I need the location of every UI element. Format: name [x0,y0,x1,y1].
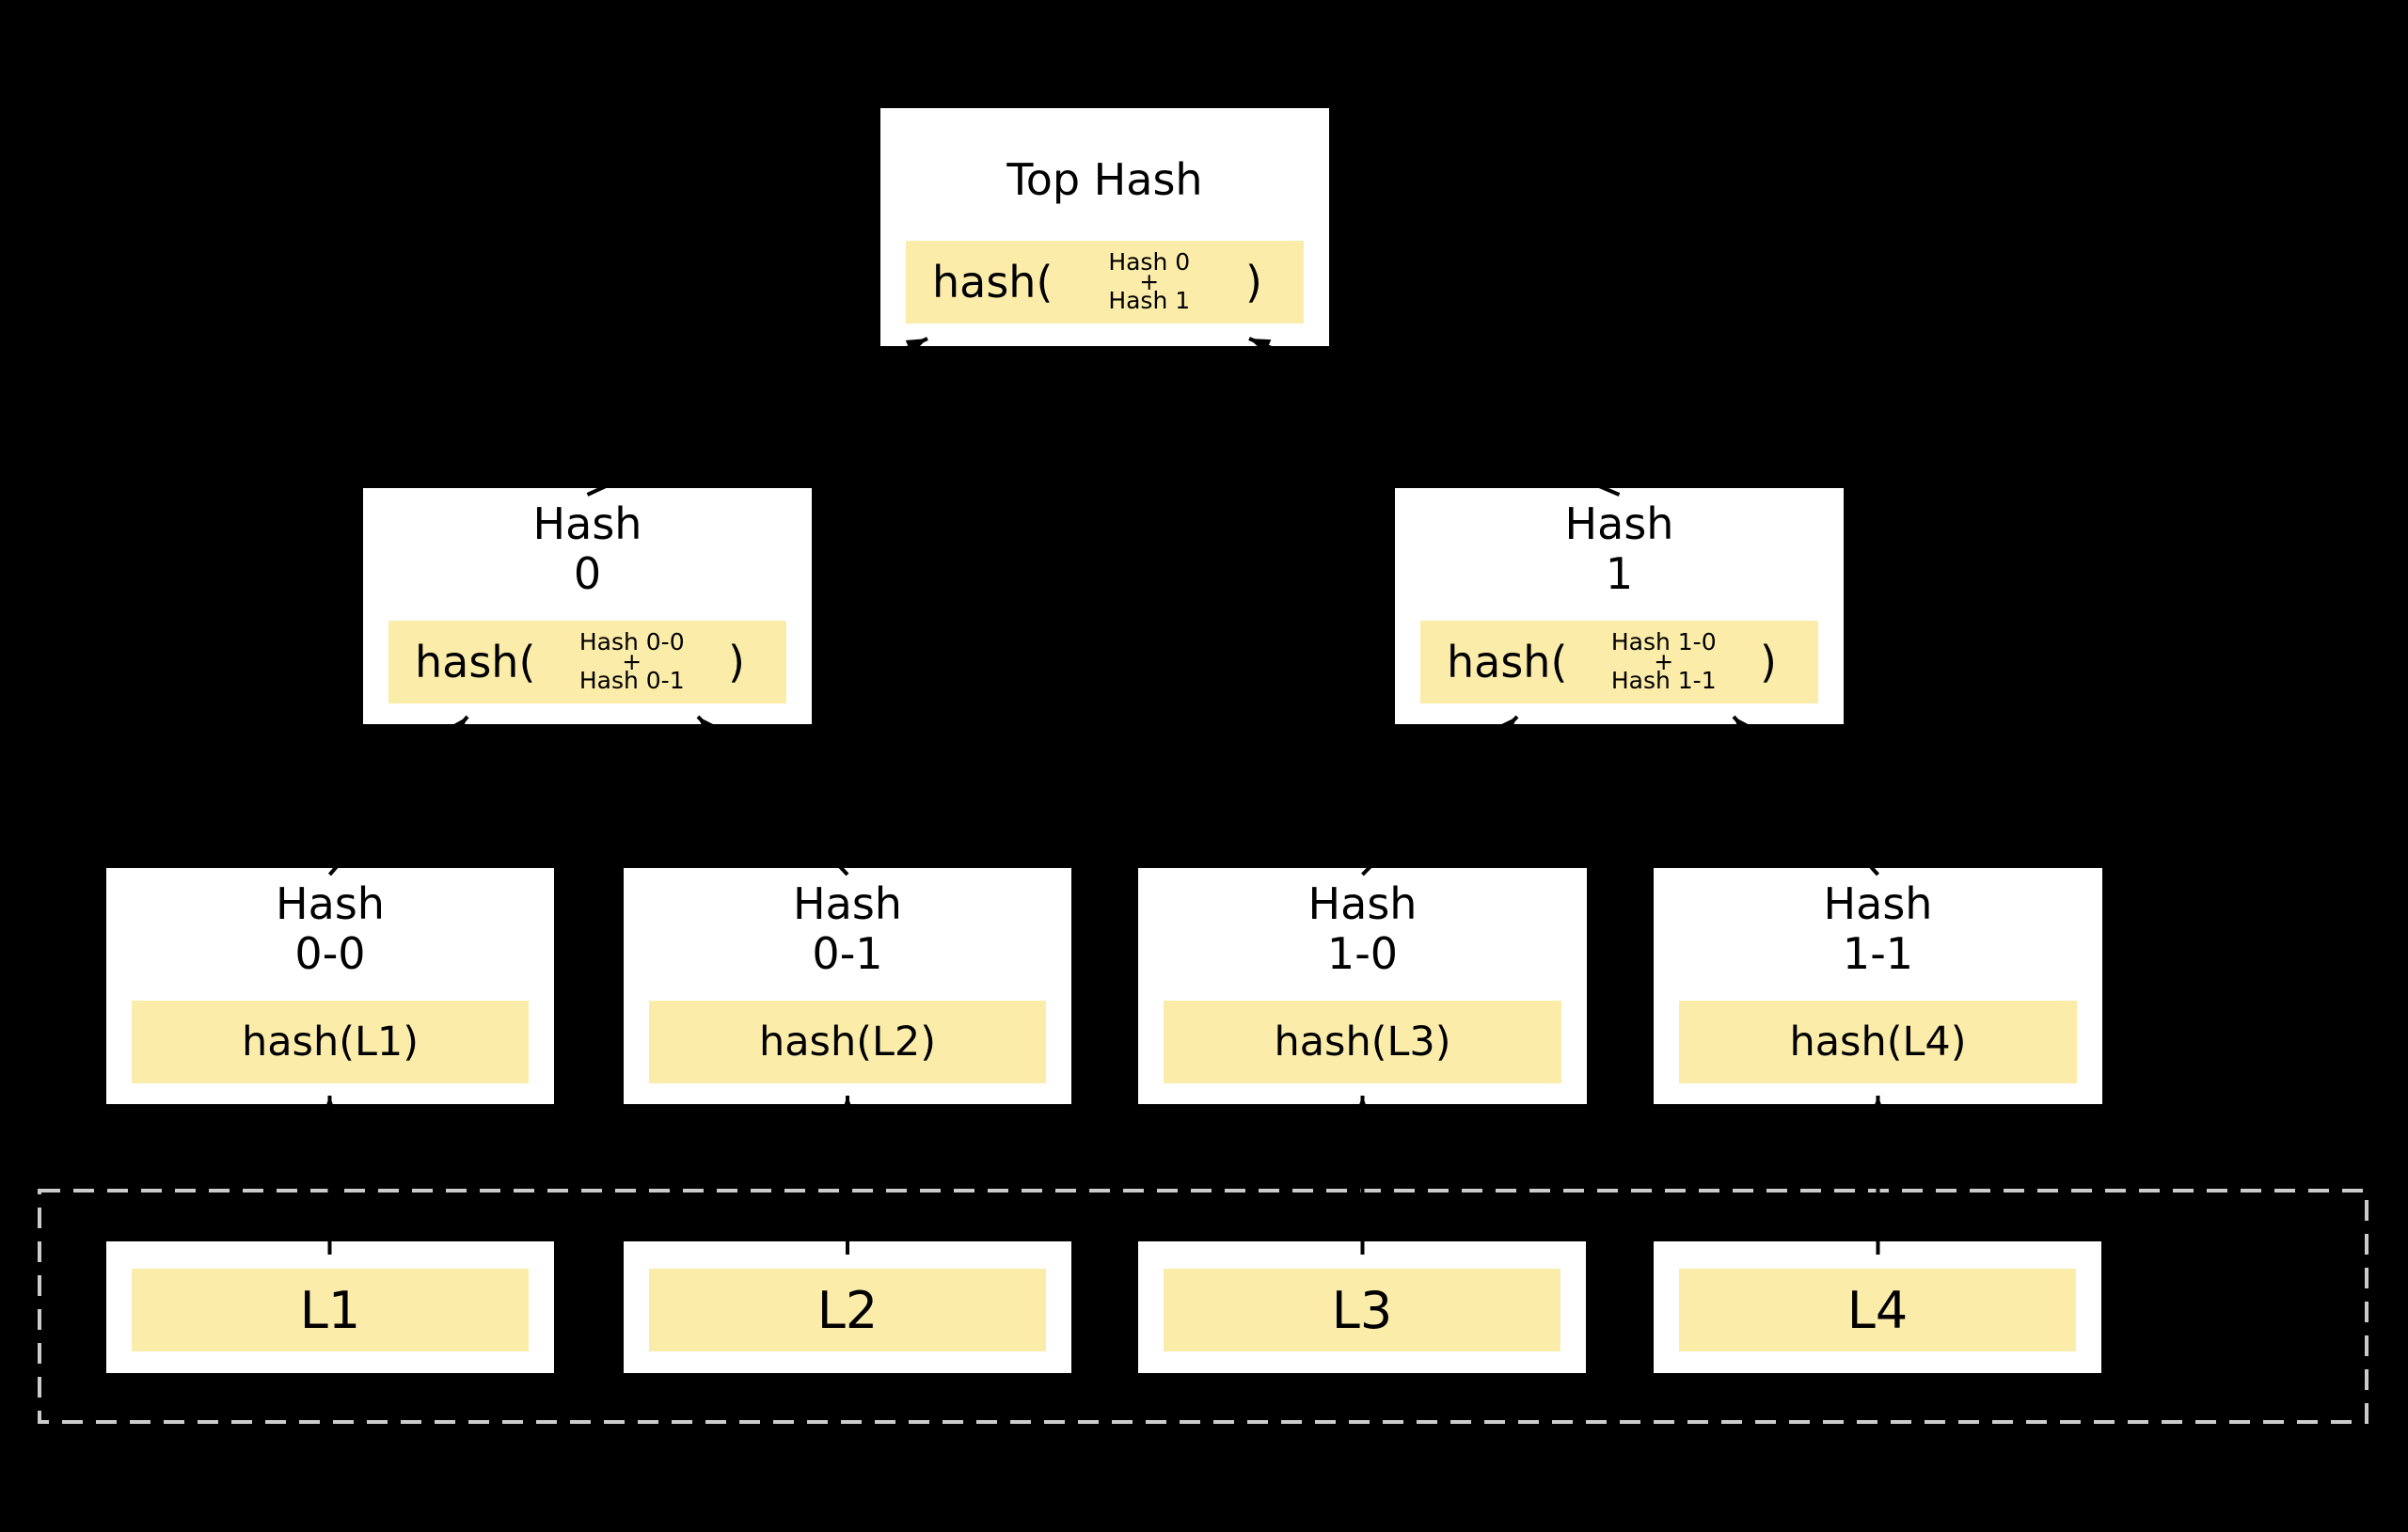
operand-1: Hash 0-0 [578,628,685,656]
hash-prefix: hash( [415,637,536,687]
hash-operands: Hash 1-0 + Hash 1-1 [1610,628,1717,695]
node-title-line2: 1 [1605,548,1634,600]
data-block-band: L2 [649,1269,1046,1351]
hash-value-band: hash(L1) [132,1001,529,1083]
data-block-label: L2 [816,1280,879,1340]
hash-value-band: hash(L3) [1164,1001,1561,1083]
node-hash-0-0: Hash 0-0 hash(L1) [106,868,554,1104]
operand-1: Hash 1-0 [1610,628,1717,656]
node-title: Hash 0-0 [106,868,554,980]
arrow-hash11-to-hash1 [1732,715,1879,877]
hash-suffix: ) [728,637,745,687]
node-title-line1: Hash [276,878,385,929]
arrow-hash1-to-tophash [1248,337,1621,497]
node-title: Hash 1 [1395,488,1844,600]
node-title: Hash 0-1 [624,868,1071,980]
plus-operator: + [1654,647,1674,675]
data-block-l1: L1 [106,1241,554,1373]
plus-operator: + [1139,267,1160,295]
hash-value-band: hash( Hash 0 + Hash 1 ) [906,241,1304,324]
node-top-hash: Top Hash hash( Hash 0 + Hash 1 ) [880,108,1329,346]
node-title-line2: 0-0 [294,928,366,980]
operand-2: Hash 0-1 [578,667,685,695]
node-title-line2: 1-0 [1326,928,1399,980]
node-hash-1: Hash 1 hash( Hash 1-0 + Hash 1-1 ) [1395,488,1844,724]
data-block-l2: L2 [624,1241,1071,1373]
hash-label: hash(L1) [241,1019,420,1066]
arrow-hash01-to-hash0 [696,715,849,877]
node-title-line1: Top Hash [1006,154,1203,205]
node-title-line1: Hash [793,878,902,929]
operand-2: Hash 1 [1108,287,1191,315]
data-block-label: L1 [299,1280,361,1340]
hash-label: hash(L2) [758,1019,937,1066]
node-title-line2: 0 [573,548,602,600]
node-title-line2: 0-1 [812,928,883,980]
data-block-label: L4 [1846,1280,1909,1340]
data-block-l3: L3 [1138,1241,1586,1373]
node-title-line1: Hash [1307,878,1418,929]
hash-label: hash(L4) [1789,1019,1967,1066]
node-title-line1: Hash [532,498,642,549]
hash-value-band: hash( Hash 0-0 + Hash 0-1 ) [388,621,786,703]
node-hash-0: Hash 0 hash( Hash 0-0 + Hash 0-1 ) [363,488,812,724]
hash-value-band: hash( Hash 1-0 + Hash 1-1 ) [1420,621,1818,703]
arrow-hash10-to-hash1 [1361,715,1519,877]
node-hash-1-0: Hash 1-0 hash(L3) [1138,868,1587,1104]
hash-operands: Hash 0 + Hash 1 [1108,248,1191,315]
data-block-label: L3 [1331,1280,1393,1340]
data-block-band: L4 [1679,1269,2076,1351]
node-title-line1: Hash [1564,498,1674,549]
hash-suffix: ) [1760,637,1777,687]
hash-prefix: hash( [1447,637,1568,687]
node-title: Hash 0 [363,488,812,600]
node-title: Hash 1-1 [1654,868,2102,980]
hash-value-band: hash(L4) [1679,1001,2077,1083]
arrow-hash00-to-hash0 [327,715,469,877]
arrow-hash0-to-tophash [586,337,928,497]
hash-prefix: hash( [932,257,1054,308]
operand-2: Hash 1-1 [1610,667,1717,695]
data-block-l4: L4 [1654,1241,2101,1373]
node-hash-1-1: Hash 1-1 hash(L4) [1654,868,2102,1104]
plus-operator: + [622,647,642,675]
hash-operands: Hash 0-0 + Hash 0-1 [578,628,685,695]
hash-arrows [322,337,1886,1255]
hash-suffix: ) [1245,257,1262,308]
hash-value-band: hash(L2) [649,1001,1046,1083]
hash-label: hash(L3) [1274,1019,1451,1066]
operand-1: Hash 0 [1108,248,1191,276]
node-hash-0-1: Hash 0-1 hash(L2) [624,868,1071,1104]
data-block-band: L3 [1164,1269,1560,1351]
node-title-line2: 1-1 [1842,928,1914,980]
node-title-line1: Hash [1823,878,1933,929]
data-block-band: L1 [132,1269,529,1351]
node-title: Top Hash [880,108,1329,205]
node-title: Hash 1-0 [1138,868,1587,980]
